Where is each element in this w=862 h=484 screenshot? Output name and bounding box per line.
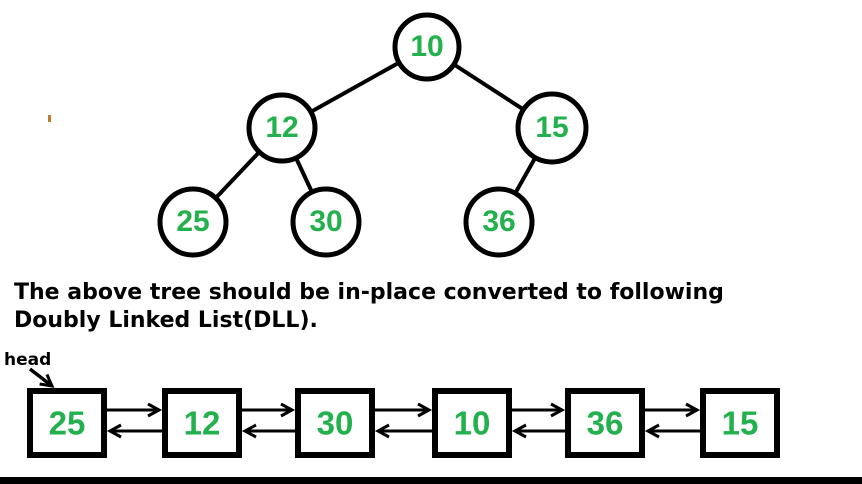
dll-box-36 [565,388,645,458]
caption-text: The above tree should be in-place conver… [14,279,724,335]
dll-box-10 [432,388,512,458]
dll-node-value: 30 [316,404,354,442]
dll-node-boxes [27,388,780,458]
head-pointer-label: head [4,350,52,370]
bottom-border-bar [0,477,862,484]
tree-node-value: 15 [535,111,569,144]
tree-node-value: 12 [265,111,299,144]
tree-node-circle-30 [290,186,362,258]
dll-node-value: 12 [183,404,221,442]
dll-box-30 [295,388,375,458]
dll-node-value: 10 [453,404,491,442]
tree-node-value: 10 [410,30,444,63]
head-pointer-arrow [28,367,55,388]
dll-node-value: 15 [721,404,759,442]
caption-line-2: Doubly Linked List(DLL). [14,308,318,333]
stray-mark [48,115,51,122]
tree-node-value: 25 [176,205,210,238]
tree-node-circle-36 [463,186,535,258]
tree-node-circle-12 [246,92,318,164]
tree-node-circle-15 [515,91,589,165]
tree-node-circle-25 [157,186,229,258]
tree-node-circles [157,12,589,258]
dll-box-12 [162,388,242,458]
dll-node-value: 36 [586,404,624,442]
tree-node-value: 30 [309,205,343,238]
caption-line-1: The above tree should be in-place conver… [14,280,724,305]
dll-box-15 [700,388,780,458]
tree-node-circle-10 [392,12,462,82]
dll-box-25 [27,388,107,458]
dll-node-value: 25 [48,404,86,442]
tree-node-value: 36 [482,205,516,238]
